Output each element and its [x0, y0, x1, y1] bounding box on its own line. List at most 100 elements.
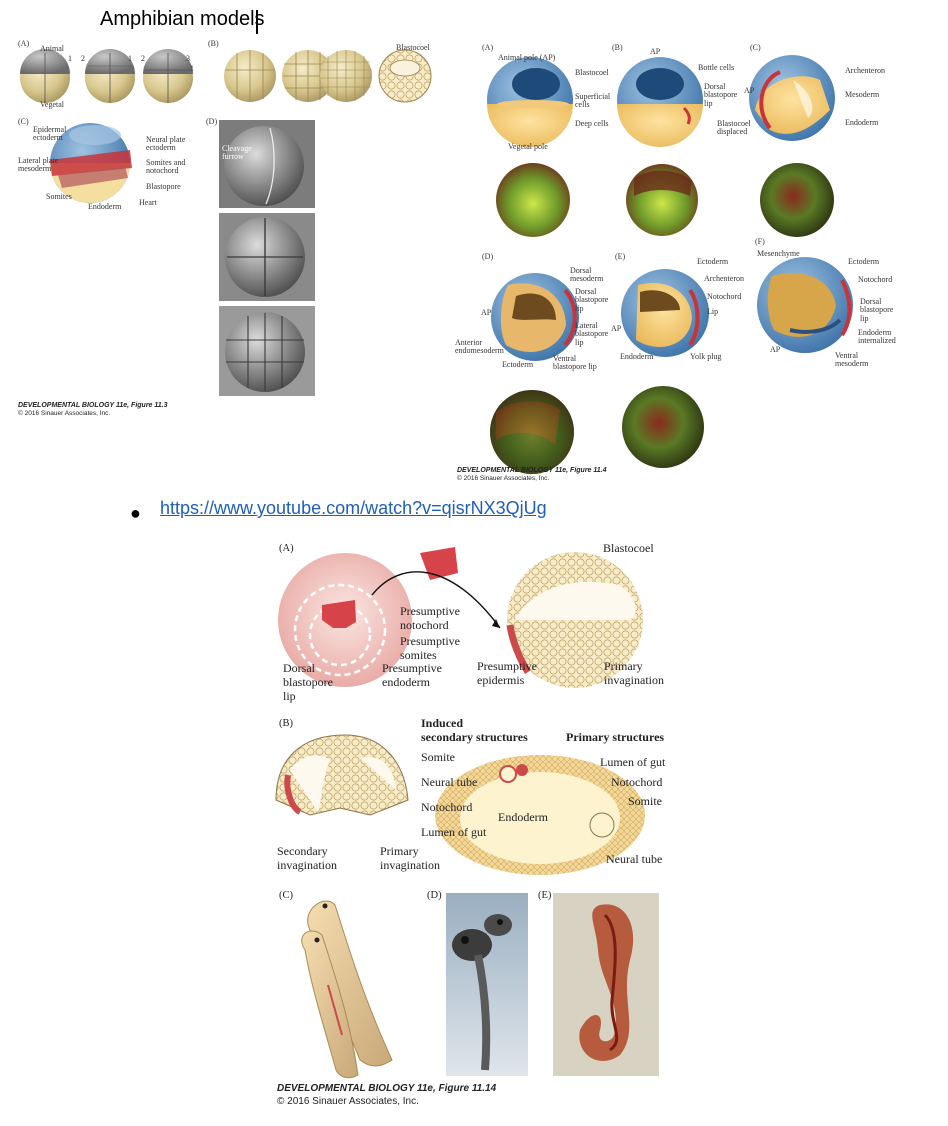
- fig113-n1a: 1: [68, 54, 72, 63]
- fig1114-label-d: (D): [427, 890, 442, 901]
- fig1114-label-b: (B): [279, 718, 293, 729]
- fig1114-blastocoel: Blastocoel: [603, 541, 654, 555]
- fig114-mesenchyme: Mesenchyme: [757, 249, 800, 258]
- fig114-ventral-mesoderm: Ventral mesoderm: [835, 351, 869, 369]
- fig1114-endoderm: Endoderm: [498, 810, 548, 824]
- fig1114-credit-copy: © 2016 Sinauer Associates, Inc.: [277, 1095, 419, 1107]
- fig1114-c-drawing: [301, 900, 393, 1079]
- fig114-dorsal-lip-b: Dorsal blastopore lip: [704, 82, 738, 108]
- fig114-notochord-f: Notochord: [858, 275, 893, 284]
- fig113-a-eggs: [20, 49, 193, 103]
- fig114-superficial-cells: Superficial cells: [575, 92, 611, 110]
- fig113-endoderm: Endoderm: [88, 202, 122, 211]
- fig1114-presumptive-notochord: Presumptive notochord: [400, 604, 460, 632]
- fig113-n1c: 1: [190, 64, 194, 73]
- fig114-endoderm-c: Endoderm: [845, 118, 879, 127]
- fig113-label-a: (A): [18, 39, 30, 48]
- fig1114-primary-structures: Primary structures: [566, 730, 665, 744]
- fig113-label-d: (D): [206, 117, 218, 126]
- fig1114-label-e: (E): [538, 890, 552, 901]
- youtube-link[interactable]: https://www.youtube.com/watch?v=qisrNX3Q…: [160, 498, 547, 518]
- fig1114-primary-invagination-a: Primary invagination: [604, 659, 664, 687]
- fig1114-credit-title: DEVELOPMENTAL BIOLOGY 11e, Figure 11.14: [277, 1083, 497, 1094]
- fig114-label-c: (C): [750, 43, 761, 52]
- fig113-n1b: 1: [128, 54, 132, 63]
- fig114-row3-diagrams: [491, 257, 853, 361]
- fig1114-notochord-left: Notochord: [421, 800, 473, 814]
- fig114-anterior-endomesoderm: Anterior endomesoderm: [455, 338, 504, 356]
- fig114-ap-f: AP: [770, 345, 781, 354]
- fig113-cleavage-furrow: Cleavage furrow: [222, 144, 252, 162]
- fig113-animal: Animal: [40, 44, 64, 53]
- fig114-row1-diagrams: [487, 55, 835, 147]
- fig114-label-f: (F): [755, 237, 765, 246]
- fig114-credit-title: DEVELOPMENTAL BIOLOGY 11e, Figure 11.4: [457, 467, 607, 474]
- fig1114-primary-invagination-b: Primary invagination: [380, 844, 440, 872]
- fig114-ap-c: AP: [744, 86, 755, 95]
- fig1114-presumptive-epidermis: Presumptive epidermis: [477, 659, 537, 687]
- fig114-ventral-lip: Ventral blastopore lip: [553, 354, 597, 372]
- fig113-heart: Heart: [139, 198, 157, 207]
- fig114-row4-photos: [490, 386, 704, 474]
- fig113-somites: Somites: [46, 192, 72, 201]
- fig1114-credit: DEVELOPMENTAL BIOLOGY 11e, Figure 11.14 …: [277, 1083, 496, 1108]
- fig113-epidermal-ectoderm: Epidermal ectoderm: [33, 125, 67, 143]
- fig113-d-sem-photos: [219, 120, 315, 396]
- fig1114-somite-left: Somite: [421, 750, 456, 764]
- fig114-label-e: (E): [615, 252, 626, 261]
- fig114-dorsal-lip-f: Dorsal blastopore lip: [860, 297, 894, 323]
- fig114-lateral-lip: Lateral blastopore lip: [575, 321, 609, 347]
- fig114-archenteron-e: Archenteron: [704, 274, 744, 283]
- fig1114-a-diagram: [278, 547, 643, 688]
- fig1114-presumptive-somites: Presumptive somites: [400, 634, 460, 662]
- fig114-ectoderm-e: Ectoderm: [697, 257, 729, 266]
- fig1114-secondary-invagination: Secondary invagination: [277, 844, 337, 872]
- fig114-blastocoel-a: Blastocoel: [575, 68, 609, 77]
- fig1114-dorsal-lip: Dorsal blastopore lip: [283, 661, 333, 703]
- fig1114-e-photo: [553, 893, 659, 1076]
- fig114-bottle-cells: Bottle cells: [698, 63, 735, 72]
- fig1114-notochord-right: Notochord: [611, 775, 663, 789]
- fig1114-neural-tube-right: Neural tube: [606, 852, 663, 866]
- fig114-lip-e: Lip: [707, 307, 719, 316]
- fig114-ap-b: AP: [650, 47, 661, 56]
- fig114-animal-pole: Animal pole (AP): [498, 53, 556, 62]
- fig113-blastopore: Blastopore: [146, 182, 181, 191]
- fig114-blastocoel-displaced: Blastocoel displaced: [717, 119, 751, 137]
- fig114-ap-e: AP: [611, 324, 622, 333]
- fig114-endoderm-e: Endoderm: [620, 352, 654, 361]
- fig114-endoderm-internalized: Endoderm internalized: [858, 328, 896, 346]
- fig114-credit-copy: © 2016 Sinauer Associates, Inc.: [457, 475, 550, 483]
- fig114-dorsal-mesoderm: Dorsal mesoderm: [570, 266, 604, 284]
- fig113-somites-notochord: Somites and notochord: [146, 158, 186, 176]
- fig114-row2-photos: [496, 163, 834, 237]
- fig114-label-d: (D): [482, 252, 494, 261]
- bullet-point: ●: [130, 503, 141, 523]
- fig1114-lumen-right: Lumen of gut: [600, 755, 666, 769]
- fig114-archenteron-c: Archenteron: [845, 66, 885, 75]
- fig113-label-c: (C): [18, 117, 29, 126]
- fig114-dorsal-lip-d: Dorsal blastopore lip: [575, 287, 609, 313]
- fig114-ectoderm-f: Ectoderm: [848, 257, 880, 266]
- text-cursor: [256, 10, 258, 34]
- fig1114-b-diagram: [275, 734, 645, 875]
- fig113-c-neurula: [50, 123, 132, 203]
- fig113-credit: DEVELOPMENTAL BIOLOGY 11e, Figure 11.3 ©…: [18, 402, 168, 418]
- fig114-vegetal-pole: Vegetal pole: [508, 142, 548, 151]
- fig113-label-b: (B): [208, 39, 219, 48]
- fig113-credit-title: DEVELOPMENTAL BIOLOGY 11e, Figure 11.3: [18, 402, 168, 409]
- fig113-blastocoel: Blastocoel: [396, 43, 430, 52]
- fig113-n3: 3: [186, 54, 190, 63]
- fig1114-somite-right: Somite: [628, 794, 663, 808]
- fig1114-induced-secondary: Induced secondary structures: [421, 716, 528, 744]
- fig113-b-eggs: [224, 49, 432, 103]
- fig1114-lumen-left: Lumen of gut: [421, 825, 487, 839]
- fig114-credit: DEVELOPMENTAL BIOLOGY 11e, Figure 11.4 ©…: [457, 467, 607, 483]
- fig1114-label-c: (C): [279, 890, 293, 901]
- fig114-label-a: (A): [482, 43, 494, 52]
- fig114-deep-cells: Deep cells: [575, 119, 609, 128]
- fig114-label-b: (B): [612, 43, 623, 52]
- fig113-n2a: 2: [81, 54, 85, 63]
- fig114-notochord-e: Notochord: [707, 292, 742, 301]
